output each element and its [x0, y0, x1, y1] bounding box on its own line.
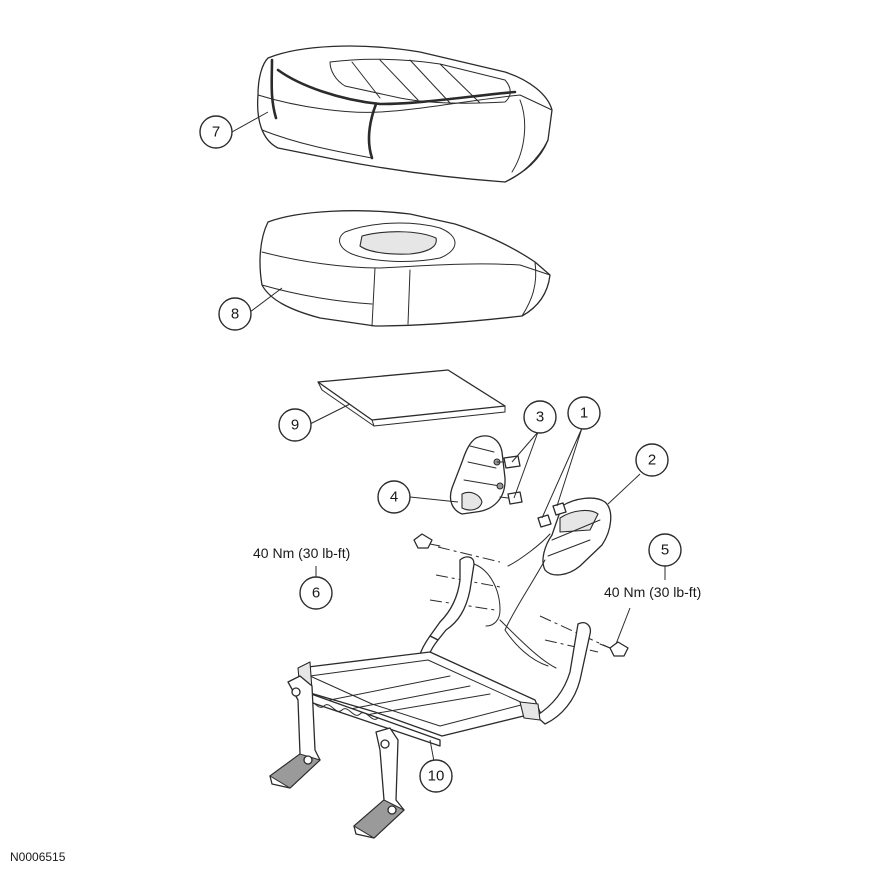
- callout-9-label: 9: [291, 417, 299, 434]
- callout-2: 2: [635, 443, 669, 477]
- figure-id: N0006515: [10, 850, 66, 864]
- callout-5-label: 5: [661, 542, 669, 559]
- bolt-5: [599, 641, 629, 657]
- bolt-6: [413, 533, 441, 549]
- callout-7: 7: [199, 115, 233, 149]
- callout-10: 10: [419, 759, 453, 793]
- callout-6: 6: [299, 576, 333, 610]
- seat-frame: [269, 533, 592, 839]
- callout-3: 3: [523, 400, 557, 434]
- seat-panel: [317, 369, 506, 427]
- torque-spec-left: 40 Nm (30 lb-ft): [253, 545, 350, 561]
- callout-1-label: 1: [580, 405, 588, 422]
- callout-7-label: 7: [212, 124, 220, 141]
- torque-spec-right: 40 Nm (30 lb-ft): [604, 584, 701, 600]
- right-bracket: [542, 497, 612, 576]
- seat-cushion-cover: [256, 45, 553, 183]
- callout-9: 9: [278, 408, 312, 442]
- callout-10-label: 10: [428, 768, 445, 785]
- callout-2-label: 2: [648, 452, 656, 469]
- seat-cushion-pad: [259, 210, 551, 327]
- bolt-3-upper: [496, 455, 521, 469]
- callout-4: 4: [377, 480, 411, 514]
- callout-1: 1: [567, 396, 601, 430]
- callout-8-label: 8: [231, 306, 239, 323]
- bolt-1-upper: [552, 502, 567, 516]
- callout-6-label: 6: [312, 585, 320, 602]
- left-bracket: [449, 435, 506, 515]
- callout-3-label: 3: [536, 409, 544, 426]
- bolt-1-lower: [537, 514, 552, 528]
- callout-5: 5: [648, 533, 682, 567]
- callout-8: 8: [218, 297, 252, 331]
- callout-4-label: 4: [390, 489, 398, 506]
